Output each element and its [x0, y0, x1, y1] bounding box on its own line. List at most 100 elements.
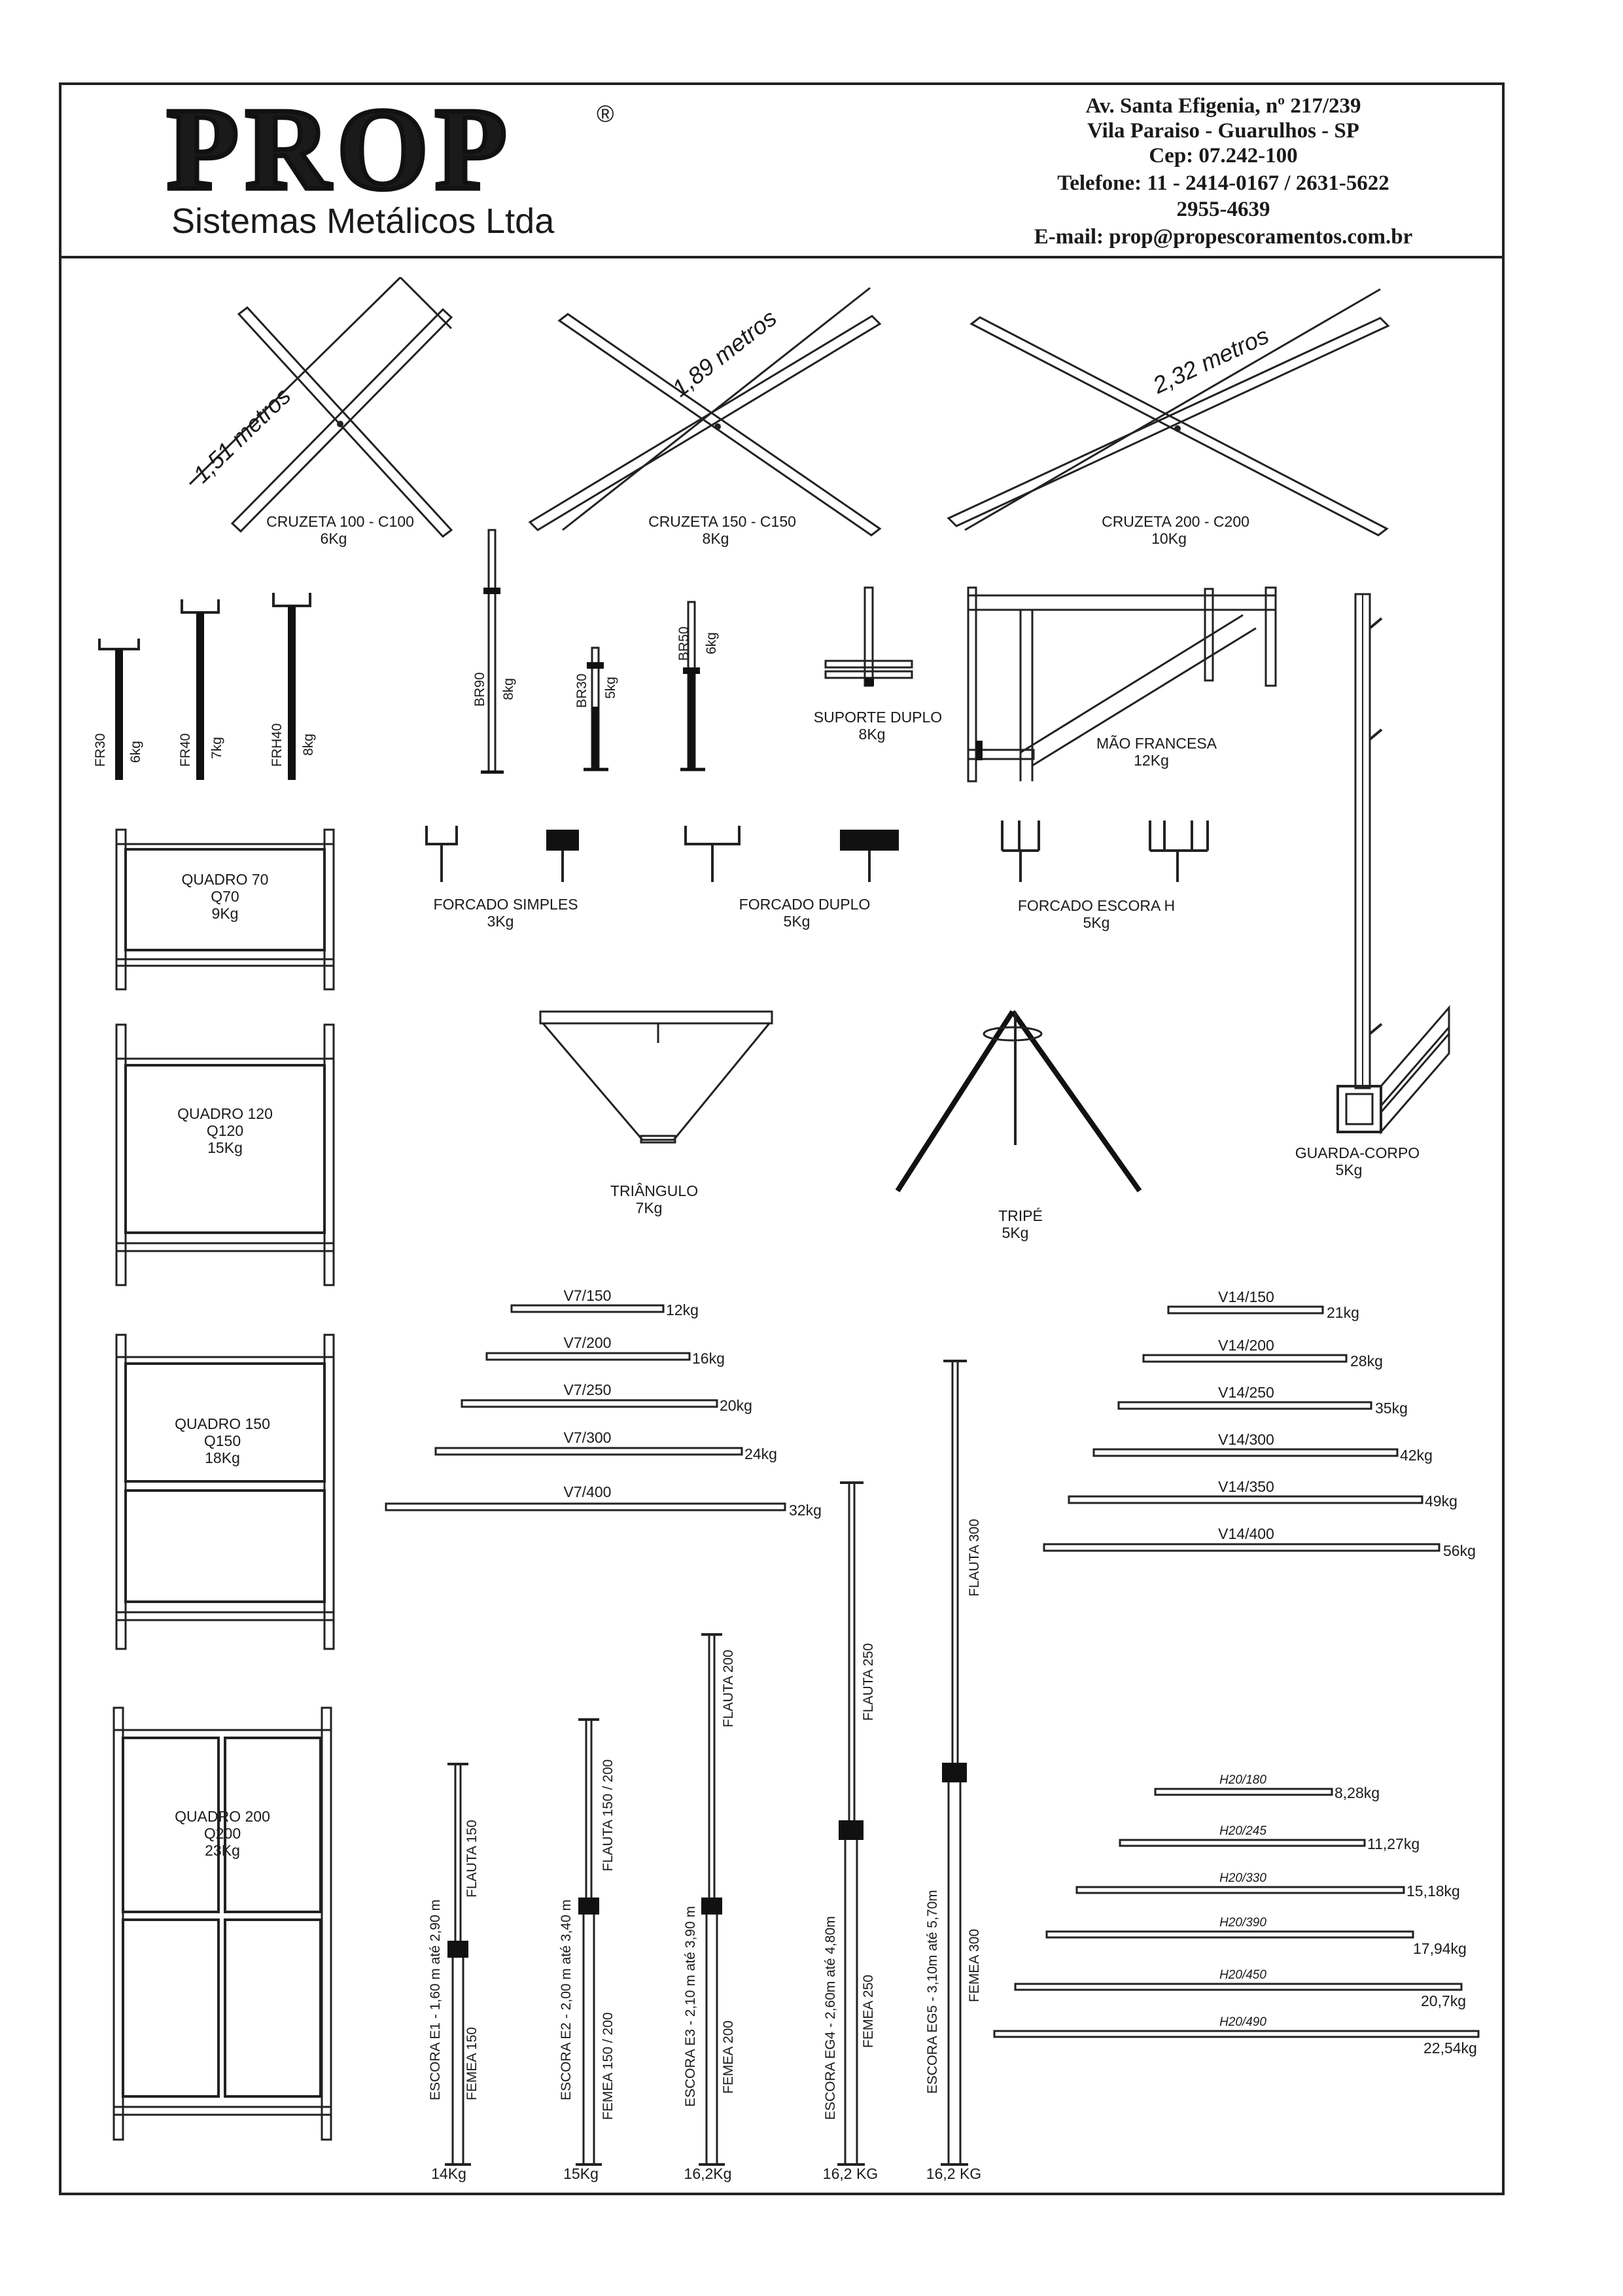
- beam-name: H20/330: [1219, 1871, 1266, 1885]
- jack-name: FRH40: [270, 723, 285, 767]
- frame-name: QUADRO 70: [182, 871, 269, 888]
- h20-beams: H20/180 8,28kg H20/245 11,27kg H20/330 1…: [993, 1773, 1480, 2057]
- registered-mark: ®: [597, 100, 614, 127]
- beam-name: V14/250: [1218, 1384, 1274, 1401]
- v14-beam: [1142, 1354, 1348, 1363]
- cruzeta-name: CRUZETA 100 - C100: [266, 513, 414, 530]
- beam-name: V14/300: [1218, 1431, 1274, 1448]
- jack-weight: 7kg: [209, 737, 224, 759]
- v14-beams: V14/150 21kg V14/200 28kg V14/250 35kg V…: [1043, 1288, 1476, 1559]
- h20-beam: [1075, 1886, 1405, 1894]
- escora-weight: 16,2 KG: [823, 2165, 878, 2182]
- beam-weight: 15,18kg: [1406, 1882, 1460, 1899]
- escora-weight: 14Kg: [431, 2165, 466, 2182]
- frame-weight: 18Kg: [205, 1449, 240, 1466]
- quadro-70: QUADRO 70 Q70 9Kg: [115, 828, 335, 991]
- jack-weight: 5kg: [603, 677, 618, 699]
- cruzeta-150: 1,89 metros CRUZETA 150 - C150 8Kg: [528, 287, 882, 547]
- tripe: TRIPÉ 5Kg: [895, 1010, 1142, 1241]
- beam-weight: 20kg: [720, 1397, 752, 1414]
- h20-beam: [993, 2030, 1480, 2038]
- v14-beam: [1092, 1448, 1399, 1457]
- cruzeta-length: 1,89 metros: [667, 304, 782, 402]
- escora-femea: FEMEA 250: [861, 1975, 876, 2048]
- escora-name: ESCORA E3 - 2,10 m até 3,90 m: [683, 1906, 698, 2107]
- br50-jack: BR50 6kg: [676, 601, 719, 771]
- cruzeta-length: 1,51 metros: [188, 382, 296, 488]
- v7-beams: V7/150 12kg V7/200 16kg V7/250 20kg V7/3…: [385, 1287, 822, 1519]
- cruzeta-name: CRUZETA 200 - C200: [1102, 513, 1249, 530]
- forcado-weight: 5Kg: [784, 913, 811, 930]
- beam-name: V14/150: [1218, 1288, 1274, 1305]
- beam-weight: 11,27kg: [1367, 1835, 1420, 1852]
- fr40-jack: FR40 7kg: [178, 599, 224, 780]
- triangulo: TRIÂNGULO 7Kg: [539, 1010, 773, 1216]
- beam-weight: 21kg: [1327, 1304, 1359, 1321]
- beam-name: V7/150: [564, 1287, 612, 1304]
- escora-e3: ESCORA E3 - 2,10 m até 3,90 m FLAUTA 200…: [683, 1633, 736, 2182]
- beam-name: V14/400: [1218, 1525, 1274, 1542]
- frh40-jack: FRH40 8kg: [270, 593, 316, 780]
- forcado-escora-h: FORCADO ESCORA H 5Kg: [1001, 821, 1209, 931]
- escora-flauta: FLAUTA 200: [721, 1650, 736, 1727]
- cruzeta-weight: 10Kg: [1151, 530, 1187, 547]
- beam-name: V14/350: [1218, 1478, 1274, 1495]
- forcado-duplo: FORCADO DUPLO 5Kg: [684, 826, 899, 930]
- h20-beam: [1014, 1983, 1463, 1991]
- contact-line: Cep: 07.242-100: [1149, 144, 1297, 168]
- frame-weight: 23Kg: [205, 1842, 240, 1859]
- beam-weight: 56kg: [1443, 1542, 1476, 1559]
- frame-weight: 15Kg: [207, 1139, 243, 1156]
- beam-weight: 17,94kg: [1413, 1940, 1467, 1957]
- jack-name: BR50: [676, 626, 691, 661]
- frame-code: Q150: [204, 1432, 241, 1449]
- escora-weight: 16,2 KG: [926, 2165, 981, 2182]
- beam-name: H20/450: [1219, 1968, 1266, 1982]
- frame-name: QUADRO 200: [175, 1808, 270, 1825]
- beam-weight: 32kg: [789, 1502, 822, 1519]
- tripe-weight: 5Kg: [1002, 1224, 1029, 1241]
- brand-logo: PROP: [167, 84, 514, 214]
- escora-name: ESCORA E1 - 1,60 m até 2,90 m: [428, 1899, 443, 2100]
- guarda-corpo: GUARDA-CORPO 5Kg: [1295, 593, 1450, 1178]
- beam-weight: 20,7kg: [1421, 1992, 1466, 2009]
- escora-name: ESCORA E2 - 2,00 m até 3,40 m: [559, 1899, 574, 2100]
- company-subtitle: Sistemas Metálicos Ltda: [171, 202, 555, 241]
- beam-name: H20/390: [1219, 1916, 1266, 1930]
- v14-beam: [1117, 1401, 1372, 1410]
- h20-beam: [1154, 1788, 1333, 1796]
- triangulo-weight: 7Kg: [636, 1199, 663, 1216]
- quadro-200: QUADRO 200 Q200 23Kg: [113, 1706, 332, 2141]
- beam-name: V7/200: [564, 1334, 612, 1351]
- cruzeta-200: 2,32 metros CRUZETA 200 - C200 10Kg: [947, 288, 1390, 547]
- escora-e1: ESCORA E1 - 1,60 m até 2,90 m FLAUTA 150…: [428, 1763, 480, 2182]
- v7-beam: [485, 1352, 691, 1361]
- escora-femea: FEMEA 200: [721, 2021, 736, 2094]
- beam-weight: 12kg: [666, 1301, 699, 1318]
- guarda-weight: 5Kg: [1336, 1161, 1363, 1178]
- cruzeta-100: 1,51 metros CRUZETA 100 - C100 6Kg: [188, 276, 453, 547]
- v7-beam: [385, 1502, 786, 1511]
- beam-weight: 24kg: [744, 1445, 777, 1462]
- v14-beam: [1068, 1495, 1423, 1504]
- beam-weight: 22,54kg: [1423, 2040, 1477, 2057]
- escora-name: ESCORA EG4 - 2,60m até 4,80m: [823, 1916, 838, 2120]
- forcado-name: FORCADO DUPLO: [739, 896, 871, 913]
- forcado-name: FORCADO ESCORA H: [1018, 897, 1175, 914]
- jack-weight: 6kg: [704, 632, 719, 654]
- jack-name: FR30: [93, 733, 108, 767]
- contact-line: Vila Paraiso - Guarulhos - SP: [1087, 119, 1359, 143]
- frame-code: Q200: [204, 1825, 241, 1842]
- beam-weight: 28kg: [1350, 1352, 1383, 1369]
- br90-jack: BR90 8kg: [472, 529, 516, 774]
- page-border: [59, 82, 1505, 2195]
- frame-code: Q120: [207, 1122, 243, 1139]
- beam-name: H20/245: [1219, 1824, 1266, 1838]
- jack-name: BR90: [472, 672, 487, 707]
- frame-name: QUADRO 150: [175, 1415, 270, 1432]
- mao-weight: 12Kg: [1134, 752, 1169, 769]
- escora-eg5: ESCORA EG5 - 3,10m até 5,70m FLAUTA 300 …: [925, 1360, 982, 2182]
- frame-name: QUADRO 120: [177, 1105, 273, 1122]
- beam-name: V14/200: [1218, 1337, 1274, 1354]
